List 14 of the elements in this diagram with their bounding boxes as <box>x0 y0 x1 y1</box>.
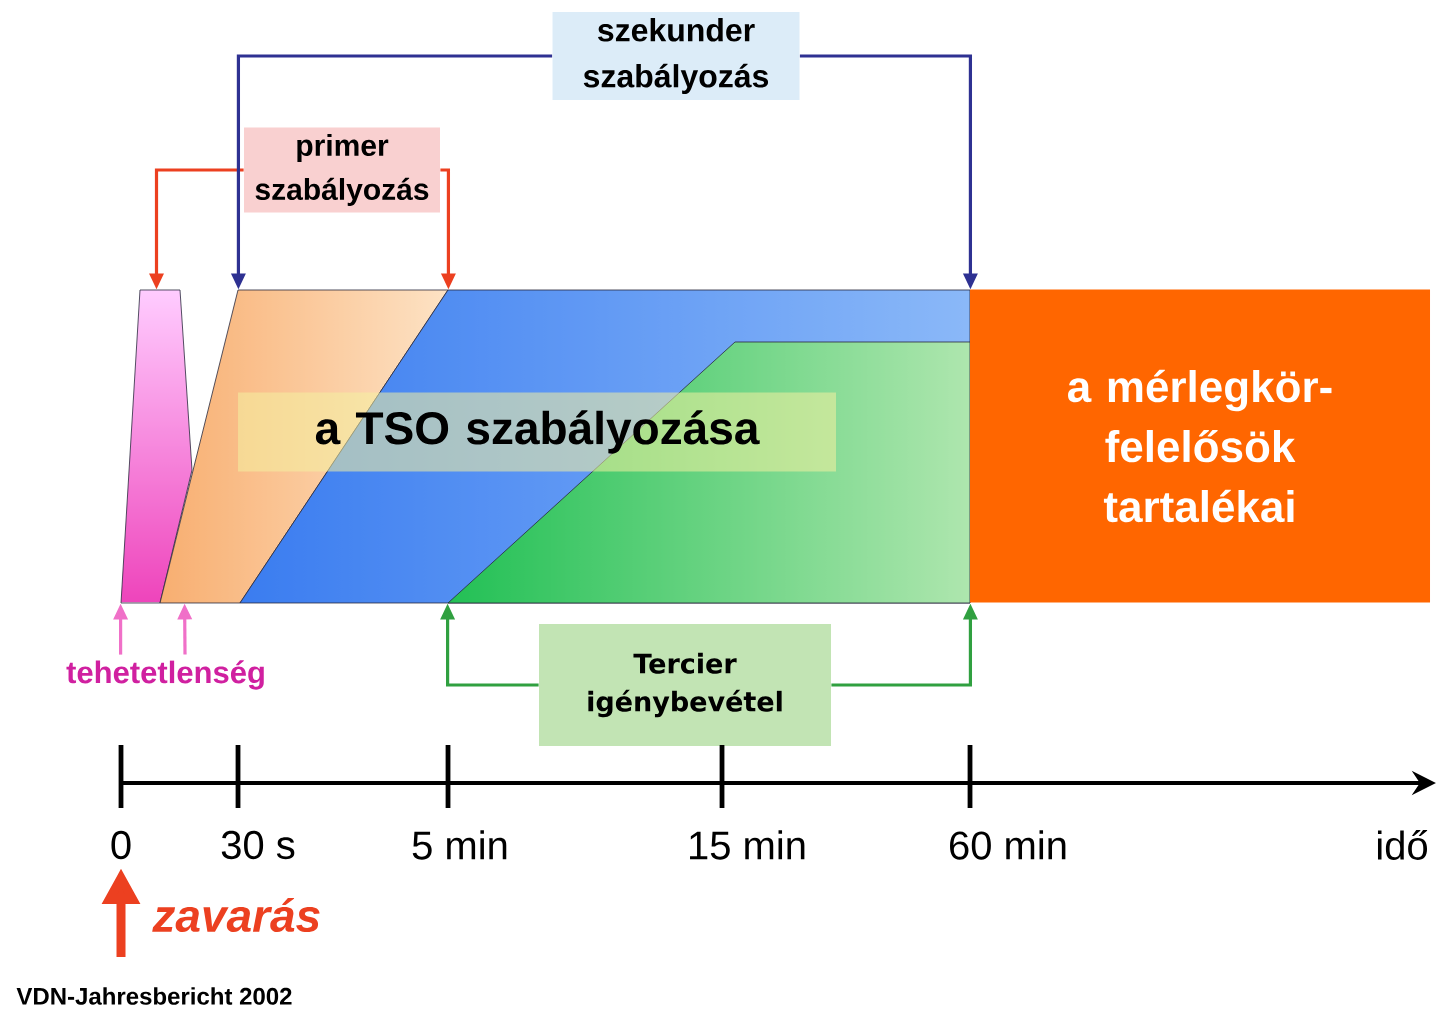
axis-label: idő <box>1378 830 1428 860</box>
trapezoid-shape <box>120 289 193 604</box>
control-label-box: szekunder szabályozás <box>552 12 800 100</box>
tick-label: 0 <box>111 830 131 860</box>
control-label-box: primer szabályozás <box>244 127 440 213</box>
tick-label: 5 min <box>412 830 507 860</box>
inertia-label: tehetetlenség <box>66 660 264 690</box>
source-note: VDN-Jahresbericht 2002 <box>16 987 292 1005</box>
control-label-box: Tercier igénybevétel <box>539 624 831 746</box>
tick-label: 15 min <box>690 830 805 860</box>
event-label: zavarás <box>152 897 320 933</box>
reserve-box: a mérlegkör- felelősök tartalékai <box>970 289 1430 603</box>
tick-label: 60 min <box>950 830 1066 860</box>
tick-label: 30 s <box>221 830 295 860</box>
